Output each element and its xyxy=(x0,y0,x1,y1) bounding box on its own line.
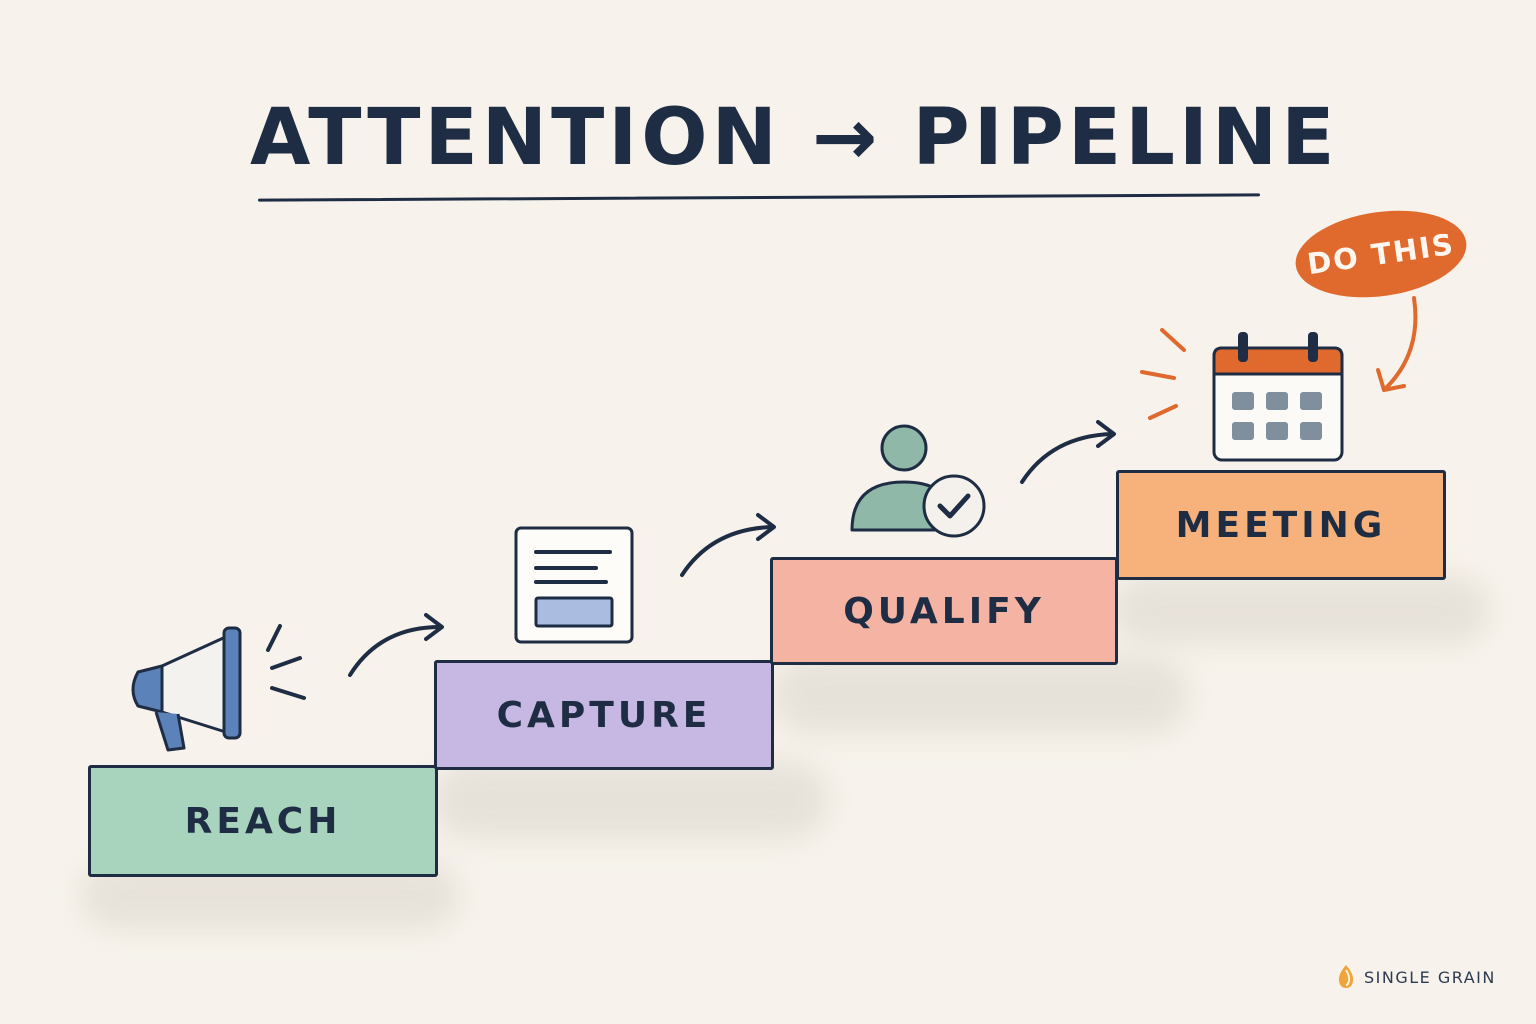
grain-logo-icon xyxy=(1338,965,1354,988)
step-reach: REACH xyxy=(88,765,438,877)
form-icon xyxy=(514,526,634,644)
arrow-qualify-to-meeting xyxy=(1020,420,1116,484)
step-qualify: QUALIFY xyxy=(770,557,1118,665)
page-title: ATTENTION → PIPELINE xyxy=(250,93,1339,183)
callout-arrow xyxy=(1376,296,1418,392)
step-label: QUALIFY xyxy=(843,590,1045,632)
step-meeting: MEETING xyxy=(1116,470,1446,580)
arrow-reach-to-capture xyxy=(348,613,444,677)
step-shadow xyxy=(1110,575,1490,645)
callout-text: DO THIS xyxy=(1305,226,1457,282)
step-shadow xyxy=(430,760,830,840)
step-capture: CAPTURE xyxy=(434,660,774,770)
brand: SINGLE GRAIN xyxy=(1336,963,1496,991)
step-shadow xyxy=(770,655,1190,735)
arrow-capture-to-qualify xyxy=(680,513,776,577)
user-check-icon xyxy=(850,424,986,538)
megaphone-icon xyxy=(131,624,306,752)
brand-name: SINGLE GRAIN xyxy=(1364,967,1496,987)
step-label: REACH xyxy=(184,800,342,842)
calendar-icon xyxy=(1140,328,1344,462)
step-label: MEETING xyxy=(1175,504,1387,546)
step-label: CAPTURE xyxy=(496,694,712,736)
title-underline xyxy=(257,193,1261,202)
